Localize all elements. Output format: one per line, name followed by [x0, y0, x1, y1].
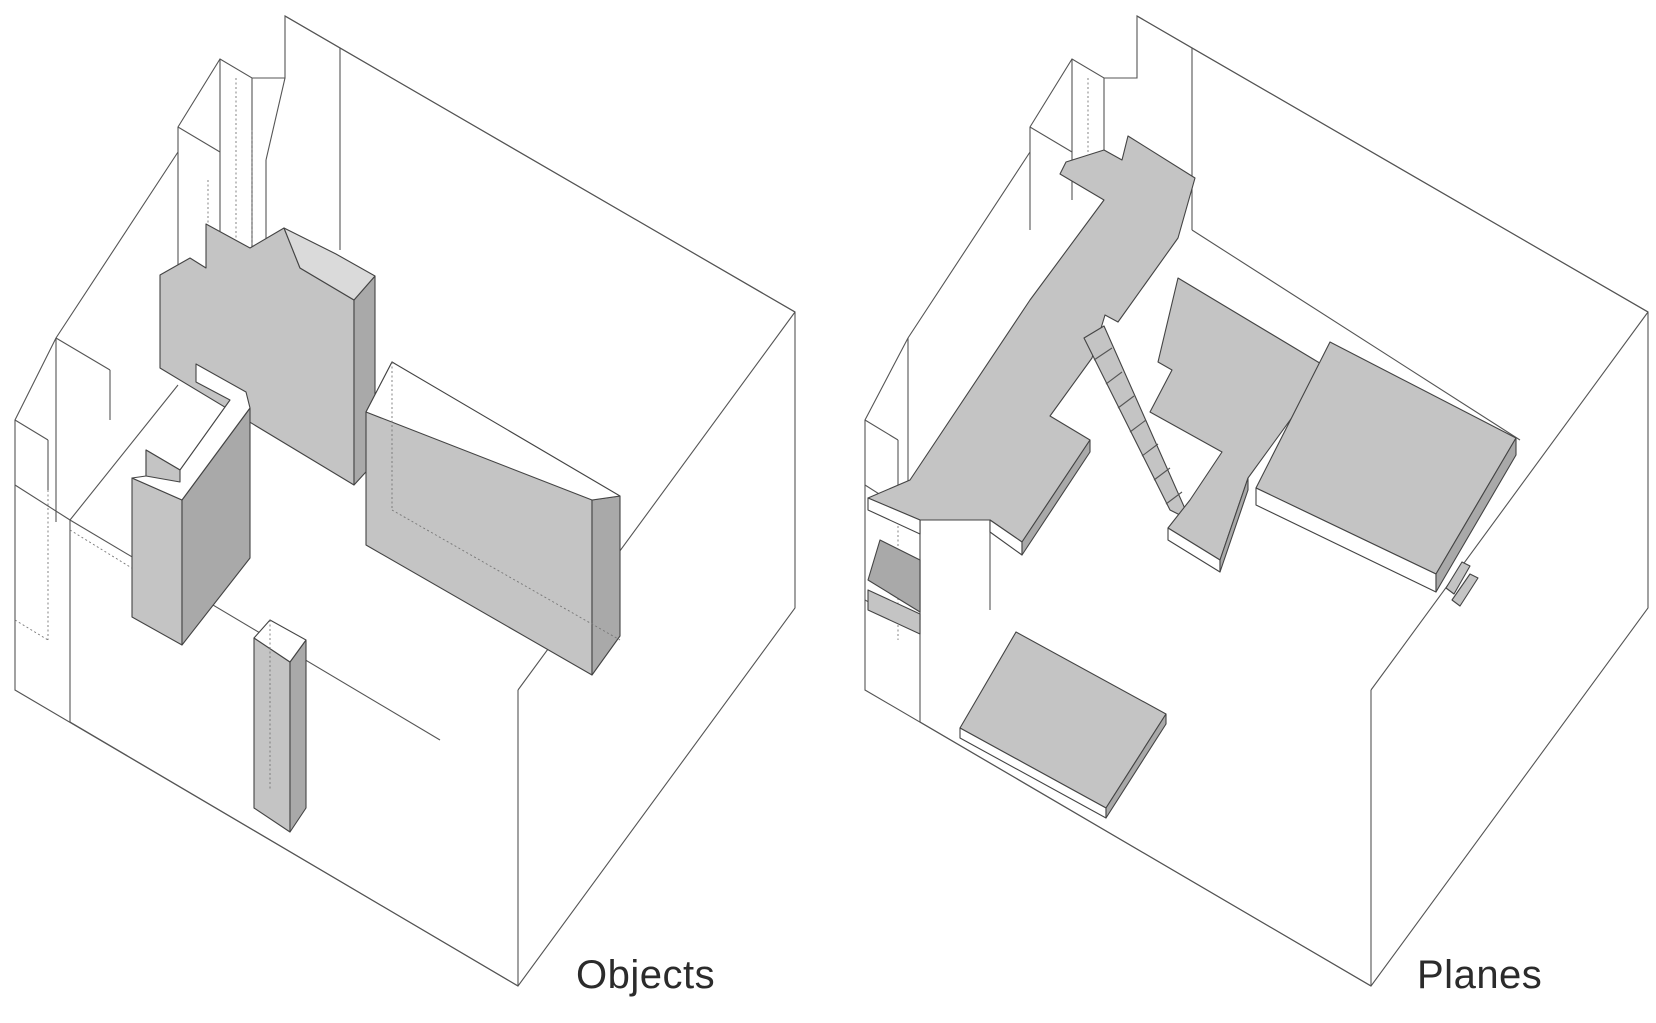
planes-building-wireframe: [864, 15, 1649, 987]
objects-diagram: [14, 15, 796, 987]
objects-caption: Objects: [576, 953, 716, 997]
plane-middle: [1149, 277, 1329, 573]
object-column: [253, 619, 307, 833]
plane-lower-floor: [959, 631, 1167, 819]
object-u-block: [131, 363, 251, 646]
plane-upper-floor: [867, 135, 1196, 635]
planes-caption: Planes: [1417, 953, 1543, 997]
plane-large-right: [1255, 341, 1517, 607]
planes-diagram: [864, 15, 1649, 987]
object-long-block: [365, 361, 621, 676]
object-stepped-block: [159, 223, 376, 486]
